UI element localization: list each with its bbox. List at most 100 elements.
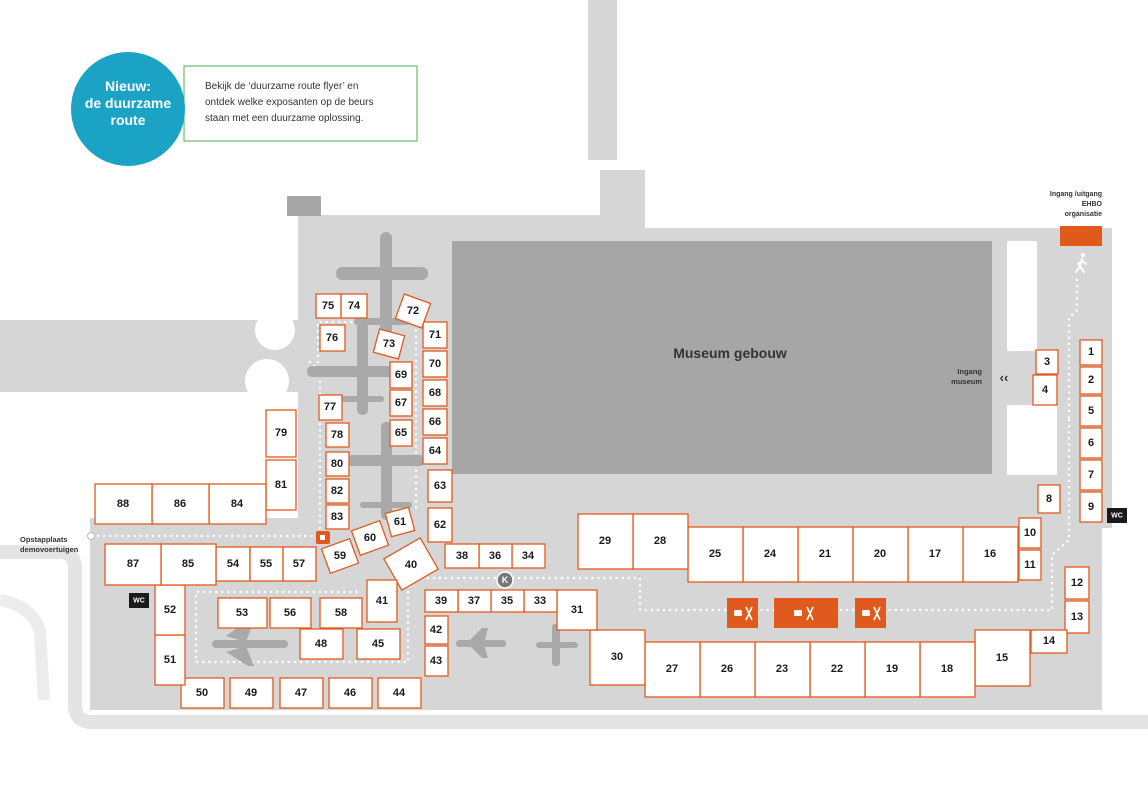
booth-21[interactable]: 21: [797, 526, 854, 583]
booth-43[interactable]: 43: [424, 645, 449, 677]
svg-text:88: 88: [117, 498, 129, 510]
booth-61[interactable]: 61: [384, 506, 416, 538]
booth-15[interactable]: 15: [974, 629, 1031, 687]
booth-88[interactable]: 88: [94, 483, 153, 525]
booth-38[interactable]: 38: [444, 543, 480, 569]
booth-65[interactable]: 65: [389, 419, 413, 447]
booth-20[interactable]: 20: [852, 526, 909, 583]
booth-33[interactable]: 33: [523, 589, 558, 613]
booth-60[interactable]: 60: [350, 519, 390, 557]
booth-17[interactable]: 17: [907, 526, 964, 583]
booth-70[interactable]: 70: [422, 350, 448, 378]
booth-71[interactable]: 71: [422, 321, 448, 349]
booth-5[interactable]: 5: [1079, 395, 1103, 427]
booth-59[interactable]: 59: [320, 537, 360, 575]
booth-2[interactable]: 2: [1079, 366, 1103, 395]
booth-55[interactable]: 55: [249, 546, 284, 582]
svg-text:22: 22: [831, 663, 843, 675]
booth-29[interactable]: 29: [577, 513, 634, 570]
coffee-icon[interactable]: [316, 531, 330, 544]
booth-83[interactable]: 83: [325, 504, 350, 530]
booth-53[interactable]: 53: [217, 597, 268, 629]
booth-54[interactable]: 54: [215, 546, 251, 582]
booth-40[interactable]: 40: [382, 537, 440, 591]
booth-76[interactable]: 76: [319, 324, 346, 352]
booth-42[interactable]: 42: [424, 615, 449, 645]
booth-1[interactable]: 1: [1079, 339, 1103, 366]
booth-31[interactable]: 31: [556, 589, 598, 631]
svg-text:65: 65: [395, 427, 407, 439]
booth-18[interactable]: 18: [919, 641, 976, 698]
booth-48[interactable]: 48: [299, 628, 344, 660]
booth-73[interactable]: 73: [372, 328, 406, 360]
booth-12[interactable]: 12: [1064, 566, 1090, 600]
booth-63[interactable]: 63: [427, 469, 453, 503]
booth-67[interactable]: 67: [389, 389, 413, 417]
booth-16[interactable]: 16: [962, 526, 1019, 583]
booth-72[interactable]: 72: [394, 293, 432, 329]
svg-text:13: 13: [1071, 611, 1083, 623]
booth-39[interactable]: 39: [424, 589, 459, 613]
food-icon[interactable]: [774, 598, 838, 628]
booth-58[interactable]: 58: [319, 597, 363, 629]
booth-45[interactable]: 45: [356, 628, 401, 660]
booth-3[interactable]: 3: [1035, 349, 1059, 375]
entrance-block[interactable]: [1060, 226, 1102, 246]
booth-23[interactable]: 23: [754, 641, 811, 698]
food-icon[interactable]: [727, 598, 758, 628]
booth-84[interactable]: 84: [208, 483, 267, 525]
booth-46[interactable]: 46: [328, 677, 373, 709]
booth-49[interactable]: 49: [229, 677, 274, 709]
round-pillar: [255, 310, 295, 350]
booth-85[interactable]: 85: [160, 543, 217, 586]
booth-14[interactable]: 14: [1030, 629, 1068, 654]
booth-9[interactable]: 9: [1079, 491, 1103, 523]
booth-81[interactable]: 81: [265, 459, 297, 511]
booth-7[interactable]: 7: [1079, 459, 1103, 491]
booth-74[interactable]: 74: [340, 293, 368, 319]
booth-4[interactable]: 4: [1032, 374, 1058, 406]
svg-text:51: 51: [164, 654, 176, 666]
booth-86[interactable]: 86: [151, 483, 210, 525]
booth-34[interactable]: 34: [511, 543, 546, 569]
booth-41[interactable]: 41: [366, 579, 398, 623]
booth-13[interactable]: 13: [1064, 600, 1090, 634]
booth-64[interactable]: 64: [422, 437, 448, 465]
booth-68[interactable]: 68: [422, 379, 448, 407]
booth-27[interactable]: 27: [644, 641, 701, 698]
booth-66[interactable]: 66: [422, 408, 448, 436]
booth-79[interactable]: 79: [265, 409, 297, 458]
booth-30[interactable]: 30: [589, 629, 646, 686]
booth-62[interactable]: 62: [427, 507, 453, 543]
booth-78[interactable]: 78: [325, 422, 350, 448]
booth-22[interactable]: 22: [809, 641, 866, 698]
booth-51[interactable]: 51: [154, 634, 186, 686]
booth-28[interactable]: 28: [632, 513, 689, 570]
booth-36[interactable]: 36: [478, 543, 513, 569]
booth-26[interactable]: 26: [699, 641, 756, 698]
booth-6[interactable]: 6: [1079, 427, 1103, 459]
food-icon[interactable]: [855, 598, 886, 628]
booth-24[interactable]: 24: [742, 526, 799, 583]
booth-52[interactable]: 52: [154, 584, 186, 636]
booth-37[interactable]: 37: [457, 589, 492, 613]
booth-19[interactable]: 19: [864, 641, 921, 698]
booth-50[interactable]: 50: [180, 677, 225, 709]
booth-25[interactable]: 25: [687, 526, 744, 583]
booth-57[interactable]: 57: [282, 546, 317, 582]
booth-82[interactable]: 82: [325, 478, 350, 504]
booth-8[interactable]: 8: [1037, 484, 1061, 514]
booth-69[interactable]: 69: [389, 361, 413, 389]
svg-text:46: 46: [344, 687, 356, 699]
booth-77[interactable]: 77: [318, 394, 343, 421]
booth-10[interactable]: 10: [1018, 517, 1042, 549]
booth-44[interactable]: 44: [377, 677, 422, 709]
booth-35[interactable]: 35: [490, 589, 525, 613]
svg-text:9: 9: [1088, 501, 1094, 513]
booth-47[interactable]: 47: [279, 677, 324, 709]
booth-80[interactable]: 80: [325, 451, 350, 477]
booth-75[interactable]: 75: [315, 293, 342, 319]
booth-56[interactable]: 56: [269, 597, 312, 629]
booth-87[interactable]: 87: [104, 543, 162, 586]
booth-11[interactable]: 11: [1018, 549, 1042, 581]
